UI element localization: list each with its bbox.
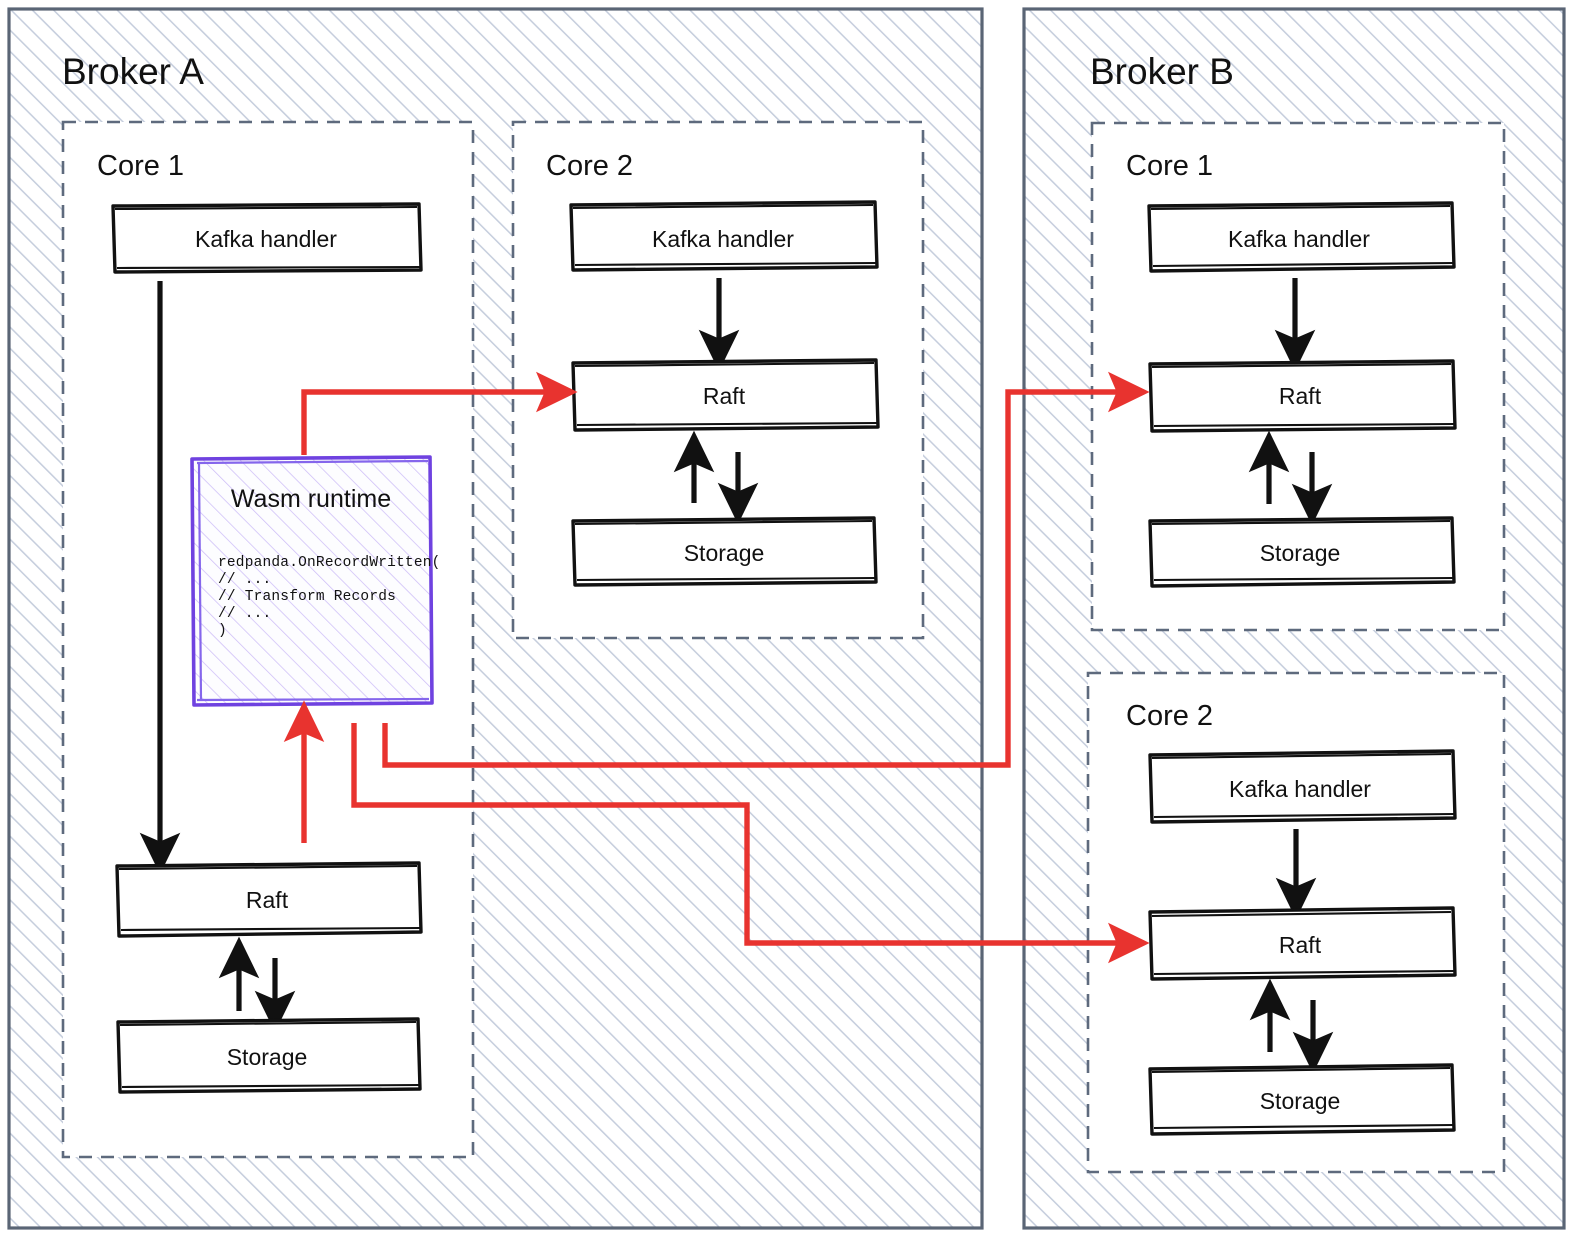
box-broker-b-core-1-kafka-handler: Kafka handler xyxy=(1147,201,1456,273)
box-label: Storage xyxy=(227,1044,308,1070)
wasm-code-line-2: // Transform Records xyxy=(218,589,396,605)
box-broker-b-core-2-storage: Storage xyxy=(1148,1063,1456,1136)
red-flow-arrows xyxy=(283,371,1150,964)
box-label: Kafka handler xyxy=(1228,226,1370,252)
core-panel-broker-b-core-2: Core 2 Kafka handler Raft Storage xyxy=(1086,671,1506,1174)
broker-a-title: Broker A xyxy=(62,51,204,92)
box-label: Kafka handler xyxy=(195,226,337,252)
box-broker-a-core-2-storage: Storage xyxy=(571,516,878,587)
box-broker-a-core-1-storage: Storage xyxy=(116,1017,422,1094)
core-panel-broker-a-core-1: Core 1 Kafka handler Wasm runtime redpan… xyxy=(61,120,475,1159)
wasm-runtime-box: Wasm runtime redpanda.OnRecordWritten( /… xyxy=(190,455,441,707)
box-broker-a-core-2-kafka-handler: Kafka handler xyxy=(569,200,879,272)
broker-b-core-1-title: Core 1 xyxy=(1126,150,1213,182)
wasm-runtime-title: Wasm runtime xyxy=(231,485,391,513)
arrow-wasm-to-broker-a-core-2-raft xyxy=(301,371,578,455)
box-broker-a-core-2-raft: Raft xyxy=(571,358,880,432)
arrow-wasm-to-broker-b-core-1-raft xyxy=(382,371,1150,768)
box-label: Kafka handler xyxy=(652,226,794,252)
box-broker-b-core-1-raft: Raft xyxy=(1148,359,1457,433)
core-panel-broker-a-core-2: Core 2 Kafka handler Raft Storage xyxy=(511,120,925,640)
arrow-wasm-to-broker-b-core-2-raft xyxy=(351,723,1150,964)
box-label: Raft xyxy=(1279,932,1322,958)
core-panel-broker-b-core-1: Core 1 Kafka handler Raft Storage xyxy=(1090,121,1506,632)
box-label: Raft xyxy=(1279,383,1322,409)
box-broker-b-core-2-kafka-handler: Kafka handler xyxy=(1148,749,1457,824)
box-label: Raft xyxy=(703,383,746,409)
wasm-code-line-0: redpanda.OnRecordWritten( xyxy=(218,555,441,571)
box-label: Kafka handler xyxy=(1229,776,1371,802)
broker-b-title: Broker B xyxy=(1090,51,1234,92)
box-label: Storage xyxy=(684,540,765,566)
box-broker-b-core-2-raft: Raft xyxy=(1148,906,1457,981)
broker-b-core-2-title: Core 2 xyxy=(1126,700,1213,732)
box-label: Storage xyxy=(1260,1088,1341,1114)
wasm-code-line-4: ) xyxy=(218,623,227,639)
box-broker-a-core-1-raft: Raft xyxy=(115,861,423,938)
box-broker-a-core-1-kafka-handler: Kafka handler xyxy=(111,202,423,274)
box-label: Raft xyxy=(246,887,289,913)
wasm-code-line-3: // ... xyxy=(218,606,271,622)
broker-a-core-1-title: Core 1 xyxy=(97,150,184,182)
broker-a-core-2-title: Core 2 xyxy=(546,150,633,182)
box-label: Storage xyxy=(1260,540,1341,566)
box-broker-b-core-1-storage: Storage xyxy=(1148,516,1456,588)
wasm-code-line-1: // ... xyxy=(218,572,271,588)
